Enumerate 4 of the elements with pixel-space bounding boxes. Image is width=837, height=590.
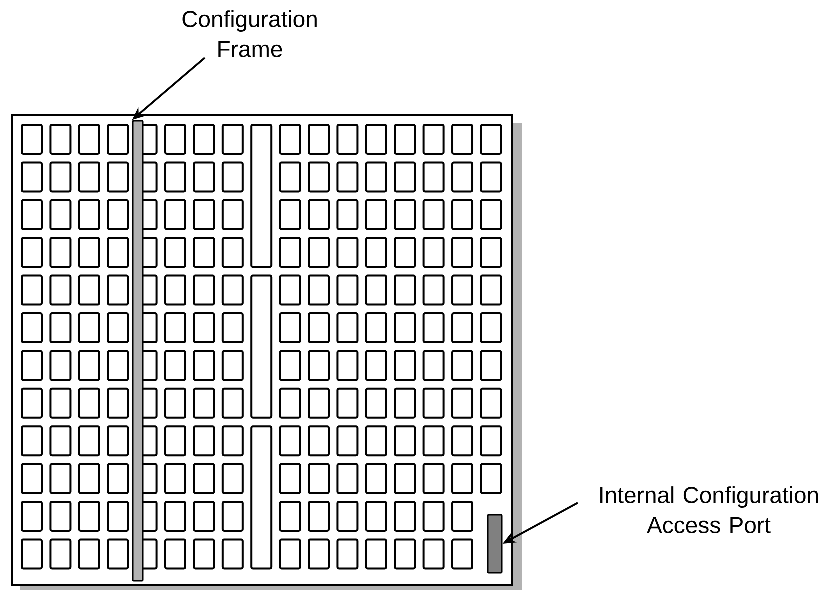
label-text: Configuration Frame bbox=[182, 10, 317, 58]
label-text: Internal Configuration Access Port bbox=[600, 486, 818, 534]
configuration-frame-bar bbox=[132, 120, 144, 582]
access-port-bar bbox=[487, 514, 503, 574]
